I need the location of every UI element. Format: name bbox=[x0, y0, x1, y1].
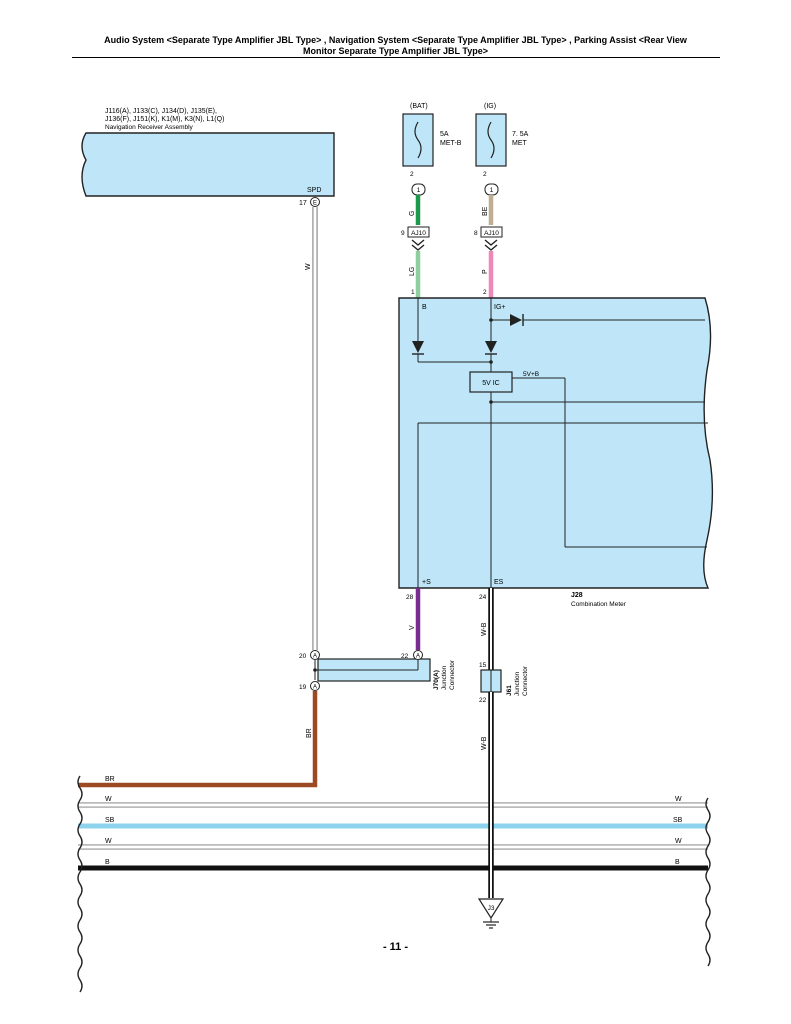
connector-aj10-right: 8 AJ10 bbox=[474, 226, 503, 251]
j70-pin-tr: 22 bbox=[401, 653, 409, 660]
j61-pin-top: 15 bbox=[479, 662, 487, 669]
junction-connector-j61: 15 22 J61 Junction Connector bbox=[479, 662, 529, 704]
j70-line3: Connector bbox=[449, 659, 456, 690]
fuse-bat-name: MET-B bbox=[440, 140, 462, 147]
aj10-left-pin: 9 bbox=[401, 230, 405, 237]
header-title-line-1: Audio System <Separate Type Amplifier JB… bbox=[104, 35, 687, 45]
j70-pin-bl: 19 bbox=[299, 684, 307, 691]
fuse-ig-pin: 2 bbox=[483, 171, 487, 178]
connector-e-circle bbox=[310, 197, 320, 207]
wire-be: BE bbox=[482, 195, 494, 225]
diode-ig bbox=[485, 341, 497, 353]
ic-5v-label: 5V IC bbox=[482, 380, 500, 387]
j70-connector: J70(A) bbox=[433, 670, 440, 690]
wire-wb-upper-label: W-B bbox=[481, 622, 488, 636]
meter-pin-ig: 2 bbox=[483, 289, 487, 296]
wire-g: G bbox=[409, 195, 421, 225]
fuse-ig-rating: 7. 5A bbox=[512, 131, 529, 138]
fuse-bat-supply: (BAT) bbox=[410, 103, 428, 110]
connector-e-letter: E bbox=[313, 201, 317, 207]
wire-g-label: G bbox=[409, 211, 416, 216]
wire-p-label: P bbox=[482, 269, 489, 274]
j70-line2: Junction bbox=[441, 665, 448, 690]
diode-b bbox=[412, 341, 424, 353]
diode-ig-side bbox=[510, 314, 522, 326]
bus-row-4-right: B bbox=[675, 859, 680, 866]
fuse-bat-connector: 1 bbox=[417, 187, 421, 194]
wire-w-spd-label: W bbox=[305, 263, 312, 270]
connector-aj10-left: 9 AJ10 bbox=[401, 226, 430, 251]
j61-line3: Connector bbox=[522, 665, 529, 696]
fuse-met-b: (BAT) 5A MET-B 2 1 bbox=[402, 103, 462, 196]
nav-receiver-pin: 17 bbox=[299, 200, 307, 207]
j70-pin-tl: 20 bbox=[299, 653, 307, 660]
ic-5v bbox=[469, 371, 513, 393]
junction-connector-j70: A A A 20 22 19 J70(A) Junction Connector bbox=[299, 650, 456, 691]
wire-wb-lower-label: W-B bbox=[481, 736, 488, 750]
bus-row-1-left: W bbox=[105, 796, 112, 803]
bus-row-0-left: BR bbox=[105, 776, 115, 783]
j61-connector: J61 bbox=[506, 685, 513, 696]
bus-row-1-right: W bbox=[675, 796, 682, 803]
meter-pin-s: 28 bbox=[406, 594, 414, 601]
ic-5v-supply: 5V+B bbox=[523, 371, 539, 378]
j70-letter-tr: A bbox=[416, 654, 420, 660]
nav-receiver-connectors-line1: J116(A), J133(C), J134(D), J135(E), bbox=[105, 108, 217, 115]
bus-row-3-right: W bbox=[675, 838, 682, 845]
j61-line2: Junction bbox=[514, 671, 521, 696]
header-title-line-2: Monitor Separate Type Amplifier JBL Type… bbox=[303, 46, 488, 56]
fuse-bat-rating: 5A bbox=[440, 131, 449, 138]
meter-name: Combination Meter bbox=[571, 601, 627, 608]
wire-w-spd: W bbox=[305, 207, 318, 650]
bus-row-2-left: SB bbox=[105, 817, 115, 824]
header-rule bbox=[72, 57, 720, 58]
meter-pin-es: 24 bbox=[479, 594, 487, 601]
bus-bars: BR W W SB SB W W B B bbox=[77, 775, 711, 993]
ground-label: J3 bbox=[488, 905, 495, 912]
fuse-bat-pin: 2 bbox=[410, 171, 414, 178]
bus-row-2-right: SB bbox=[673, 817, 683, 824]
ground-j3: J3 bbox=[477, 898, 505, 929]
wire-lg: LG 1 bbox=[409, 251, 421, 298]
wire-br-label: BR bbox=[306, 728, 313, 738]
navigation-receiver-assembly: J116(A), J133(C), J134(D), J135(E), J136… bbox=[81, 108, 335, 207]
j70-letter-bl: A bbox=[313, 685, 317, 691]
wire-be-label: BE bbox=[482, 206, 489, 216]
meter-term-ig: IG+ bbox=[494, 304, 505, 311]
fuse-met: (IG) 7. 5A MET 2 1 bbox=[475, 103, 529, 196]
wire-wb-upper: 24 W-B bbox=[479, 588, 494, 670]
nav-receiver-name: Navigation Receiver Assembly bbox=[105, 124, 194, 131]
wire-wb-lower: W-B bbox=[481, 692, 494, 898]
combination-meter: B IG+ 5V IC bbox=[398, 297, 714, 608]
meter-term-s: +S bbox=[422, 579, 431, 586]
meter-term-b: B bbox=[422, 304, 427, 311]
aj10-left-label: AJ10 bbox=[411, 230, 426, 237]
aj10-right-pin: 8 bbox=[474, 230, 478, 237]
fuse-ig-name: MET bbox=[512, 140, 528, 147]
bus-row-3-left: W bbox=[105, 838, 112, 845]
meter-pin-b: 1 bbox=[411, 289, 415, 296]
nav-receiver-connectors-line2: J136(F), J151(K), K1(M), K3(N), L1(Q) bbox=[105, 116, 224, 123]
j70-letter-tl: A bbox=[313, 654, 317, 660]
fuse-ig-supply: (IG) bbox=[484, 103, 496, 110]
nav-receiver-spd-label: SPD bbox=[307, 187, 321, 194]
wire-br: BR bbox=[78, 691, 318, 788]
bus-row-4-left: B bbox=[105, 859, 110, 866]
wire-p: P 2 bbox=[482, 251, 494, 298]
wire-v: 28 V bbox=[406, 588, 421, 650]
wire-v-label: V bbox=[409, 625, 416, 630]
meter-connector: J28 bbox=[571, 592, 583, 599]
fuse-ig-connector: 1 bbox=[490, 187, 494, 194]
aj10-right-label: AJ10 bbox=[484, 230, 499, 237]
wire-lg-label: LG bbox=[409, 267, 416, 276]
j61-pin-bottom: 22 bbox=[479, 697, 487, 704]
meter-term-es: ES bbox=[494, 579, 504, 586]
page-number: - 11 - bbox=[382, 941, 409, 953]
